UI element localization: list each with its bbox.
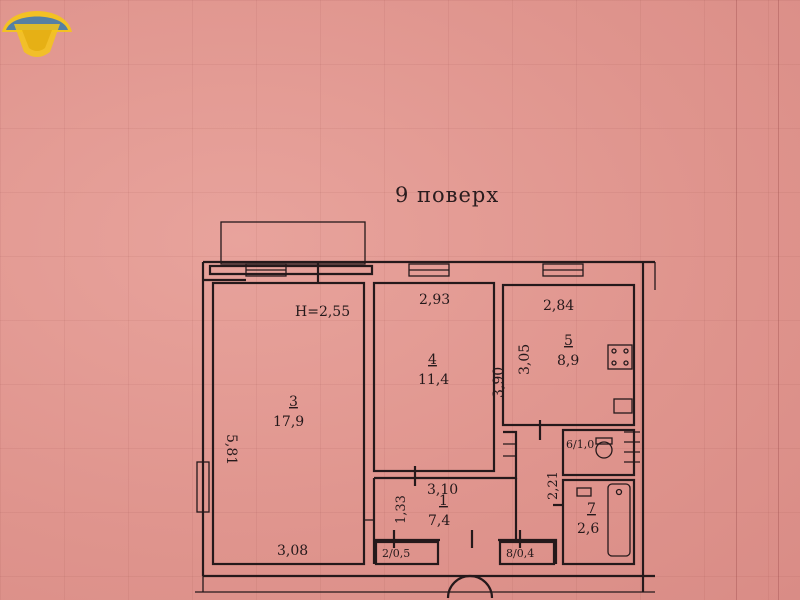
hallway-walls (363, 430, 558, 564)
room-7-outline (561, 478, 636, 566)
bathtub (607, 483, 631, 557)
room-7-area: 2,6 (577, 521, 599, 537)
room-4-height-dim: 3,90 (491, 367, 507, 398)
room-5-outline (501, 283, 636, 427)
room-3-area: 17,9 (273, 414, 304, 430)
room-4-outline (372, 281, 496, 473)
room-2-label: 2/0,5 (382, 547, 410, 560)
room-3-width-dim: 3,08 (277, 543, 308, 559)
room-5-area: 8,9 (557, 353, 579, 369)
room-4-number: 4 (428, 352, 437, 368)
kitchen-sink (613, 398, 633, 414)
agency-logo (2, 11, 72, 57)
floor-label: 9 поверх (395, 183, 500, 207)
doors (316, 262, 563, 599)
room-3-number: 3 (289, 394, 298, 410)
margin-line (736, 0, 737, 600)
duct (503, 431, 516, 457)
room-8-outline (498, 540, 556, 566)
outer-walls (195, 260, 656, 593)
room-2-outline (374, 540, 440, 566)
washbasin (576, 487, 592, 497)
ventilation-shaft (624, 431, 640, 463)
room-1-number: 1 (439, 493, 448, 509)
hall-width-dim: 3,10 (427, 482, 458, 498)
room-3-outline (211, 281, 366, 566)
room-5-height-dim: 3,05 (517, 344, 533, 375)
room-4-area: 11,4 (418, 372, 449, 388)
bath-height-dim: 2,21 (546, 471, 561, 500)
toilet (595, 437, 613, 459)
room-5-number: 5 (564, 333, 573, 349)
windows (196, 263, 584, 513)
room-6-outline (561, 428, 636, 477)
room-1-area: 7,4 (428, 513, 450, 529)
kitchen-stove (607, 344, 633, 370)
ceiling-height-label: H=2,55 (295, 304, 350, 320)
room-3-height-dim: 5,81 (223, 434, 239, 465)
balcony (220, 221, 366, 265)
margin-line (778, 0, 779, 600)
room-5-width-dim: 2,84 (543, 298, 574, 314)
room-7-number: 7 (587, 501, 596, 517)
room-8-label: 8/0,4 (506, 547, 534, 560)
room-6-label: 6/1,0 (566, 438, 594, 451)
room-4-width-dim: 2,93 (419, 292, 450, 308)
hall-height-dim: 1,33 (394, 495, 409, 524)
